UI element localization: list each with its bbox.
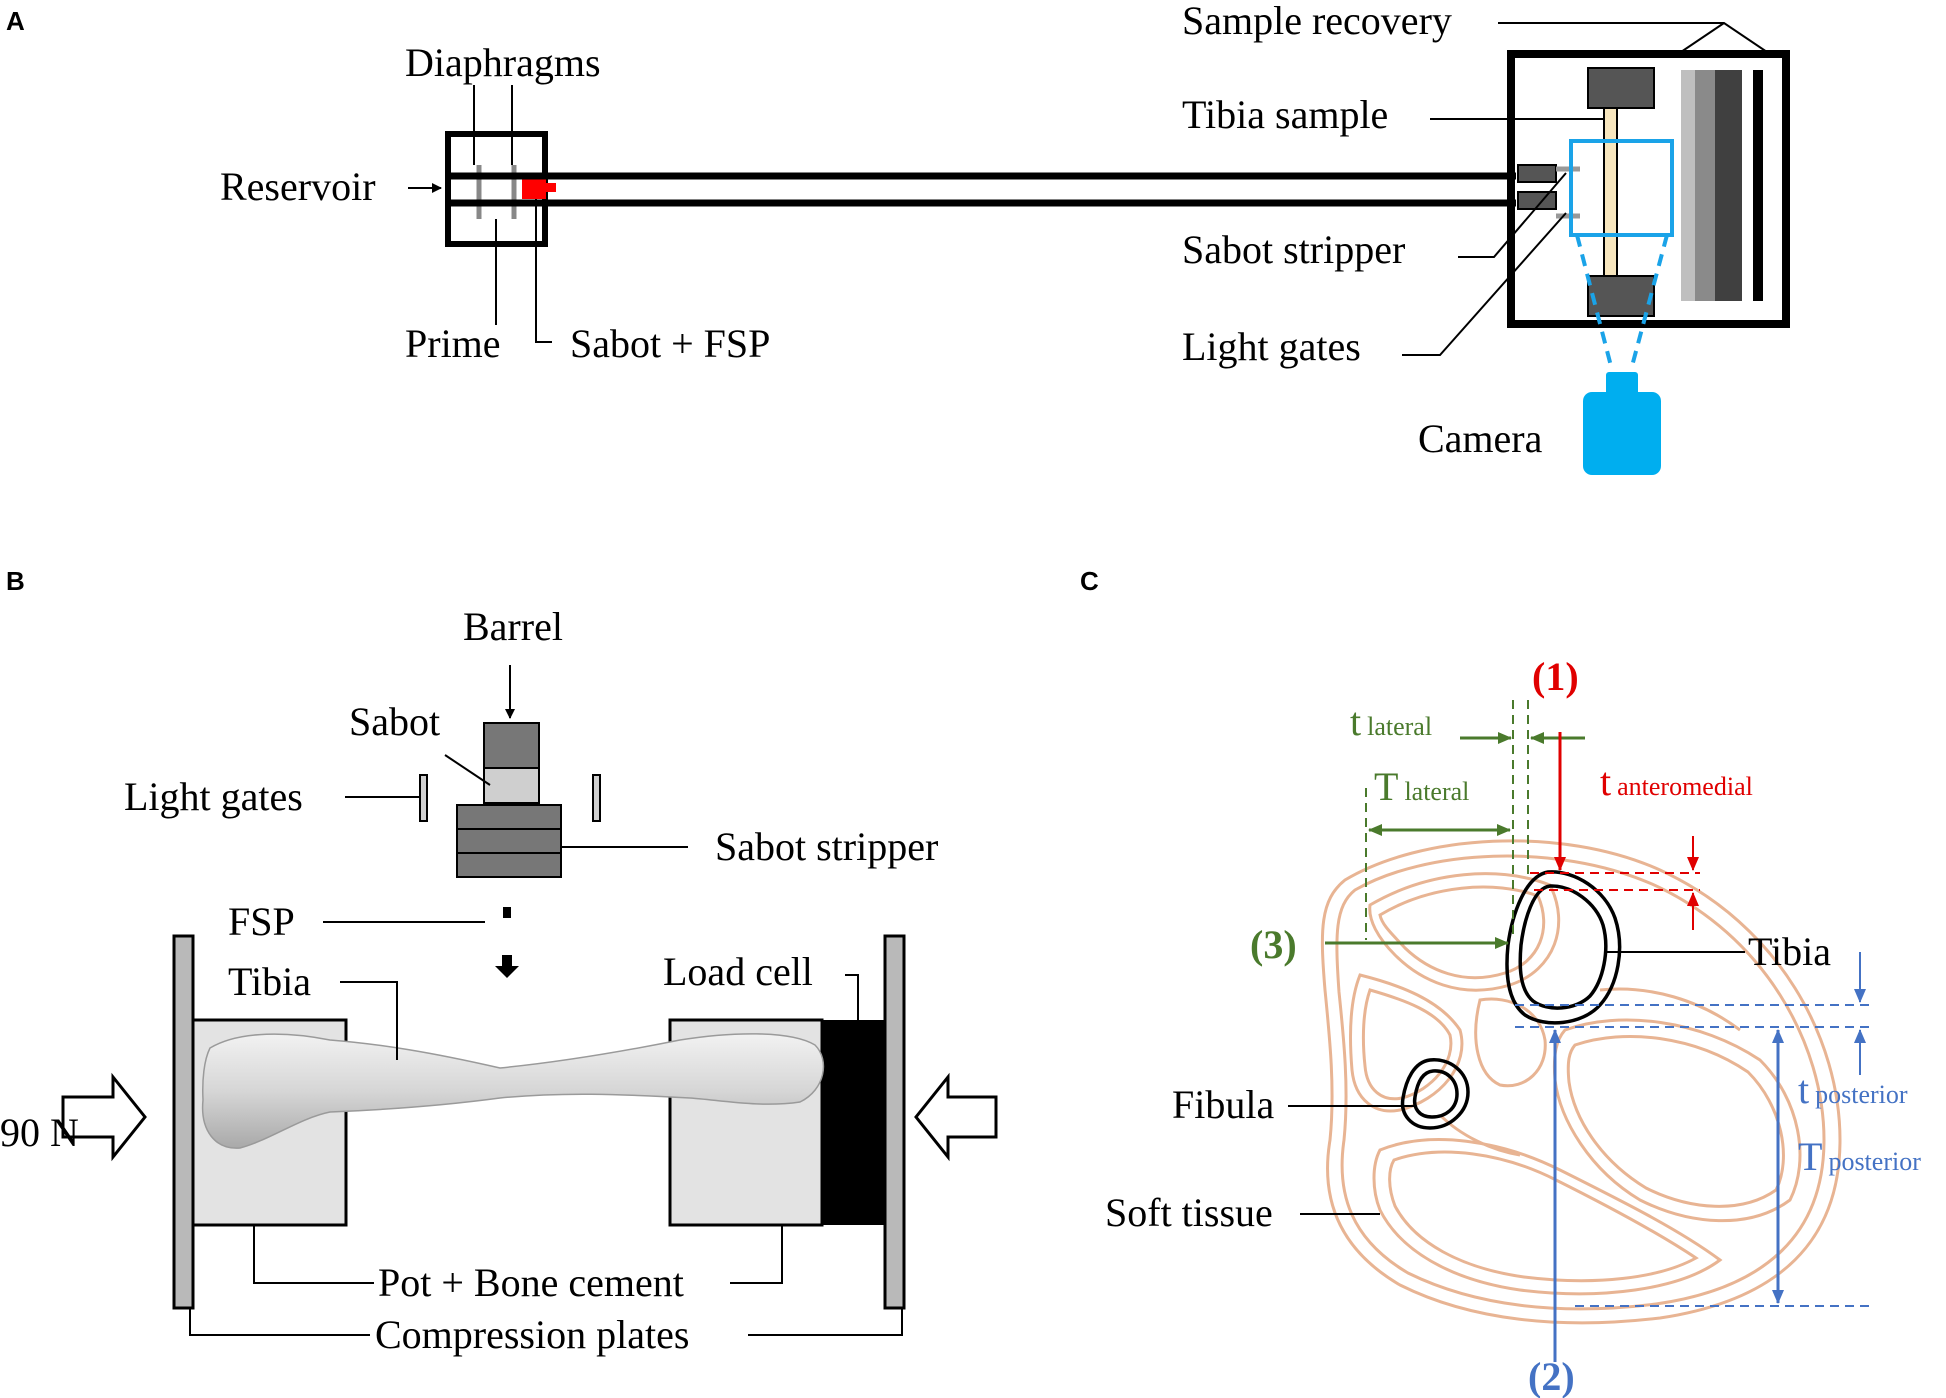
light-gates-leader [1402,212,1567,356]
compression-plate-right [883,934,906,1310]
label-tibia-b: Tibia [228,959,311,1004]
t-lateral-base: t [1350,699,1361,744]
force-arrow-right [914,1072,998,1162]
camera-ray-left [1575,234,1614,371]
panel-c-letter: C [1080,566,1099,596]
light-gate-right [592,774,601,822]
label-tibia-c: Tibia [1748,929,1831,974]
fsp-projectile [545,183,556,192]
label-light-gates-b: Light gates [124,774,303,819]
label-camera: Camera [1418,416,1543,461]
tibia-bone [201,1033,825,1149]
sabot-stripper-block [456,804,562,878]
label-marker2: (2) [1528,1354,1575,1398]
sabot-fsp-leader [535,199,552,343]
t-anteromedial-sub: anteromedial [1617,772,1753,801]
fsp-direction-arrow [495,955,519,978]
t-lateral-sub: lateral [1367,712,1432,741]
panel-a-letter: A [6,6,25,36]
load-cell-leader [845,974,859,1020]
sabot-block [483,767,540,804]
sample-clamp-top [1587,67,1655,109]
soft-tissue-cross-section [1320,839,1842,1325]
sabot-stripper-upper [1517,164,1557,183]
panel-a: A [6,0,1790,475]
tibia-sample-rod [1603,107,1618,277]
T-lateral-sub: lateral [1404,777,1469,806]
t-posterior-base: t [1798,1067,1809,1112]
panel-b: B Barrel Sabot Lig [0,566,998,1357]
sample-clamp-bottom [1587,275,1655,317]
anteromedial-measurement [1530,732,1700,930]
label-tibia-sample: Tibia sample [1182,92,1388,137]
force-arrow-left [61,1072,147,1162]
tibia-cross-section [1505,870,1622,1025]
light-gate-left [419,774,428,822]
label-soft-tissue: Soft tissue [1105,1190,1273,1235]
label-fsp: FSP [228,899,295,944]
tibia-leader [340,981,398,1060]
T-posterior-base: T [1798,1134,1822,1179]
label-force: 90 N [0,1110,79,1155]
label-sabot-stripper-b: Sabot stripper [715,824,938,869]
label-sample-recovery: Sample recovery [1182,0,1452,43]
label-pot-bone-cement: Pot + Bone cement [378,1260,684,1305]
sample-recovery-layer-1 [1695,70,1715,301]
plates-leader-left [189,1308,370,1336]
sabot-stripper-leader [1458,172,1567,258]
sample-recovery-layer-3 [1742,70,1753,301]
camera-icon [1583,372,1661,475]
label-diaphragms: Diaphragms [405,40,601,85]
fsp-fragment [503,907,511,918]
T-posterior-sub: posterior [1828,1147,1921,1176]
plates-leader-right [748,1308,903,1336]
label-marker3: (3) [1250,922,1297,967]
compression-plate-left [172,934,195,1310]
label-reservoir: Reservoir [220,164,376,209]
pot-leader-left [253,1225,374,1284]
label-fibula: Fibula [1172,1082,1274,1127]
panel-c: C [1080,566,1921,1398]
label-sabot-fsp: Sabot + FSP [570,321,770,366]
posterior-measurement [1515,952,1870,1362]
sabot-leader [444,754,491,786]
sabot-projectile [522,176,546,199]
pot-leader-right [730,1225,783,1284]
camera-field-of-view [1569,139,1674,237]
T-lateral-base: T [1374,764,1398,809]
barrel-block [483,722,540,769]
t-anteromedial-base: t [1600,759,1611,804]
label-marker1: (1) [1532,654,1579,699]
panel-b-letter: B [6,566,25,596]
target-chamber [1507,50,1790,328]
label-barrel: Barrel [463,604,563,649]
label-light-gates: Light gates [1182,324,1361,369]
fibula-cross-section [1400,1058,1470,1130]
sample-recovery-leader [1498,22,1774,55]
label-load-cell: Load cell [663,949,813,994]
sample-recovery-layer-4 [1753,70,1763,301]
t-posterior-sub: posterior [1815,1080,1908,1109]
lateral-measurement [1325,700,1585,949]
load-cell-block [822,1020,885,1225]
label-prime: Prime [405,321,501,366]
label-sabot: Sabot [349,699,440,744]
camera-ray-right [1629,234,1669,371]
sample-recovery-layer-2 [1715,70,1742,301]
label-compression-plates: Compression plates [375,1312,689,1357]
label-sabot-stripper: Sabot stripper [1182,227,1405,272]
